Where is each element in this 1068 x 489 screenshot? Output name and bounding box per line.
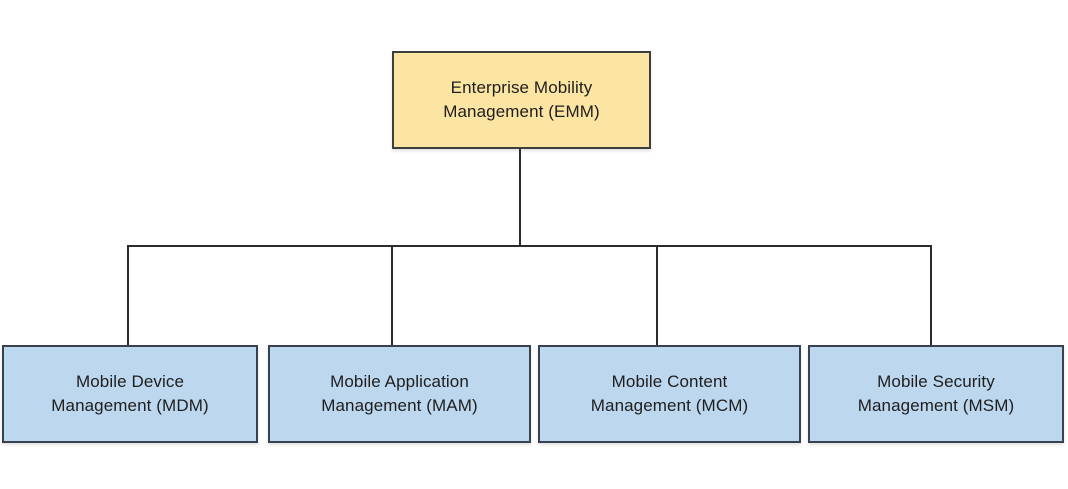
node-mam: Mobile Application Management (MAM) [268, 345, 531, 443]
node-mam-label-line2: Management (MAM) [321, 396, 478, 415]
node-emm-label-line2: Management (EMM) [443, 102, 600, 121]
node-mdm-label-line2: Management (MDM) [51, 396, 209, 415]
node-emm: Enterprise Mobility Management (EMM) [392, 51, 651, 149]
connector-drop-msm [930, 245, 932, 345]
node-mdm-label-line1: Mobile Device [75, 372, 185, 391]
node-msm-label-line1: Mobile Security [877, 372, 995, 391]
node-mcm: Mobile Content Management (MCM) [538, 345, 801, 443]
connector-drop-mam [391, 245, 393, 345]
connector-root-stem [519, 149, 521, 245]
connector-horizontal-bar [127, 245, 932, 247]
node-mdm: Mobile Device Management (MDM) [2, 345, 258, 443]
node-mcm-label-line1: Mobile Content [611, 372, 728, 391]
node-msm: Mobile Security Management (MSM) [808, 345, 1064, 443]
node-msm-label-line2: Management (MSM) [857, 396, 1015, 415]
node-mcm-label-line2: Management (MCM) [590, 396, 749, 415]
node-mam-label-line1: Mobile Application [330, 372, 469, 391]
connector-drop-mdm [127, 245, 129, 345]
node-emm-label-line1: Enterprise Mobility [450, 78, 593, 97]
connector-drop-mcm [656, 245, 658, 345]
